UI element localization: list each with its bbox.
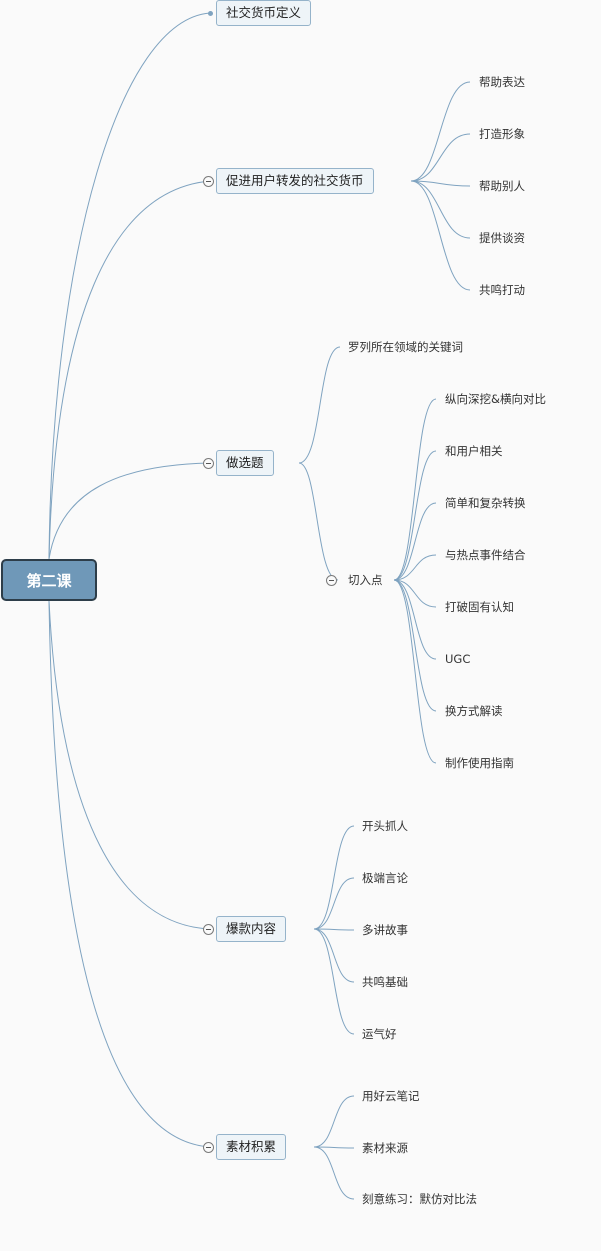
- edge-sub-c0: [393, 398, 437, 581]
- sub-node-entry-point[interactable]: 切入点: [348, 573, 383, 587]
- edge-b2-c0: [298, 346, 341, 464]
- edge-sub-c7: [393, 579, 437, 764]
- leaf-node[interactable]: 罗列所在领域的关键词: [348, 340, 463, 354]
- edge-b1-c2: [410, 180, 471, 187]
- leaf-node[interactable]: 制作使用指南: [445, 756, 514, 770]
- edge-root-b4: [48, 600, 211, 1148]
- leaf-node[interactable]: 用好云笔记: [362, 1089, 420, 1103]
- edge-b3-c4: [313, 928, 355, 1035]
- leaf-node[interactable]: 打造形象: [479, 127, 525, 141]
- collapse-toggle-icon[interactable]: [203, 1142, 214, 1153]
- edge-b4-c1: [313, 1146, 355, 1149]
- edge-root-b3: [48, 600, 211, 930]
- edge-b3-c0: [313, 825, 355, 930]
- edge-root-b1: [48, 180, 211, 560]
- edge-b1-c3: [410, 180, 471, 239]
- edge-b1-c4: [410, 180, 471, 291]
- edge-sub-c1: [393, 450, 437, 581]
- edge-b1-c1: [410, 133, 471, 182]
- root-node[interactable]: 第二课: [1, 559, 97, 601]
- leaf-node[interactable]: 纵向深挖&横向对比: [445, 392, 546, 406]
- leaf-node[interactable]: 刻意练习：默仿对比法: [362, 1192, 477, 1206]
- leaf-node[interactable]: 运气好: [362, 1027, 397, 1041]
- branch-node-topic-selection[interactable]: 做选题: [216, 450, 274, 476]
- branch-node-forwarding-currency[interactable]: 促进用户转发的社交货币: [216, 168, 374, 194]
- branch-node-social-currency-definition[interactable]: 社交货币定义: [216, 0, 312, 26]
- collapse-toggle-icon[interactable]: [203, 924, 214, 935]
- leaf-node[interactable]: 开头抓人: [362, 819, 408, 833]
- leaf-node[interactable]: 和用户相关: [445, 444, 503, 458]
- collapse-toggle-icon[interactable]: [203, 458, 214, 469]
- edge-b4-c0: [313, 1095, 355, 1148]
- edge-b2-sub: [298, 462, 339, 581]
- leaf-node[interactable]: 简单和复杂转换: [445, 496, 526, 510]
- edge-b1-c0: [410, 81, 471, 182]
- collapse-toggle-icon[interactable]: [326, 575, 337, 586]
- leaf-node[interactable]: 极端言论: [362, 871, 408, 885]
- leaf-node[interactable]: 共鸣打动: [479, 283, 525, 297]
- edge-b3-c1: [313, 877, 355, 930]
- edge-root-b2: [48, 462, 211, 560]
- edge-b3-c2: [313, 928, 355, 931]
- branch-node-material-accumulation[interactable]: 素材积累: [216, 1134, 287, 1160]
- leaf-node[interactable]: 帮助表达: [479, 75, 525, 89]
- edge-b3-c3: [313, 928, 355, 983]
- leaf-node[interactable]: 提供谈资: [479, 231, 525, 245]
- edge-b4-c2: [313, 1146, 355, 1200]
- leaf-node[interactable]: 共鸣基础: [362, 975, 408, 989]
- leaf-node[interactable]: UGC: [445, 652, 471, 666]
- edge-sub-c5: [393, 579, 437, 660]
- edge-sub-c4: [393, 579, 437, 608]
- branch-node-viral-content[interactable]: 爆款内容: [216, 916, 287, 942]
- edge-sub-c2: [393, 502, 437, 581]
- leaf-node[interactable]: 素材来源: [362, 1141, 408, 1155]
- leaf-node[interactable]: 打破固有认知: [445, 600, 514, 614]
- leaf-node[interactable]: 与热点事件结合: [445, 548, 526, 562]
- edge-root-b0: [48, 12, 211, 560]
- collapse-toggle-icon[interactable]: [203, 176, 214, 187]
- leaf-node[interactable]: 换方式解读: [445, 704, 503, 718]
- edge-sub-c6: [393, 579, 437, 712]
- leaf-node[interactable]: 多讲故事: [362, 923, 408, 937]
- branch-dot-icon: [208, 11, 213, 16]
- leaf-node[interactable]: 帮助别人: [479, 179, 525, 193]
- edge-sub-c3: [393, 554, 437, 581]
